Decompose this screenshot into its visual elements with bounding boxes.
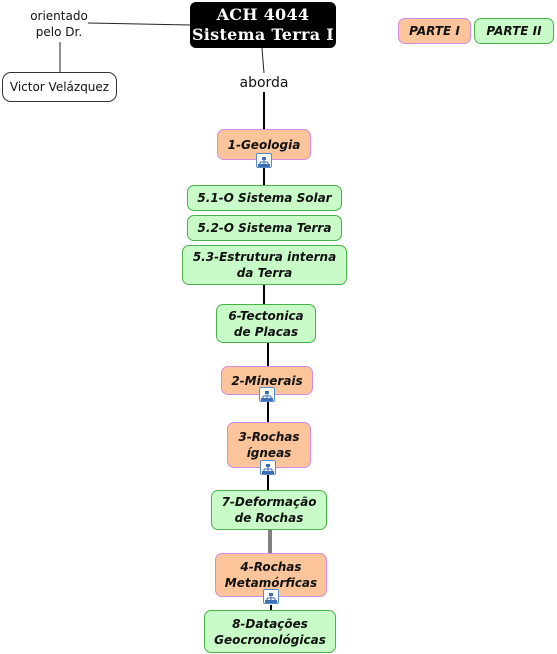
concept-estrutura-interna[interactable]: 5.3-Estrutura interna da Terra [182, 245, 347, 285]
concept-deformacao-rochas[interactable]: 7-Deformação de Rochas [211, 490, 327, 530]
legend-parte-2: PARTE II [474, 18, 554, 44]
concept-rochas-igneas[interactable]: 3-Rochas ígneas [227, 422, 311, 468]
legend-parte-1: PARTE I [398, 18, 471, 44]
concept-datacoes-geocronologicas[interactable]: 8-Datações Geocronológicas [204, 610, 336, 653]
submap-icon[interactable] [263, 589, 279, 604]
submap-icon[interactable] [256, 153, 272, 168]
submap-icon[interactable] [259, 387, 275, 402]
submap-icon[interactable] [260, 460, 276, 475]
concept-sistema-solar[interactable]: 5.1-O Sistema Solar [187, 185, 342, 211]
aborda-link-label: aborda [234, 74, 294, 92]
map-title-node[interactable]: ACH 4044 Sistema Terra I [190, 2, 336, 48]
concept-sistema-terra[interactable]: 5.2-O Sistema Terra [187, 215, 342, 241]
concept-tectonica-placas[interactable]: 6-Tectonica de Placas [216, 304, 316, 343]
oriented-by-label: orientado pelo Dr. [30, 9, 88, 39]
author-node[interactable]: Victor Velázquez [2, 72, 117, 102]
